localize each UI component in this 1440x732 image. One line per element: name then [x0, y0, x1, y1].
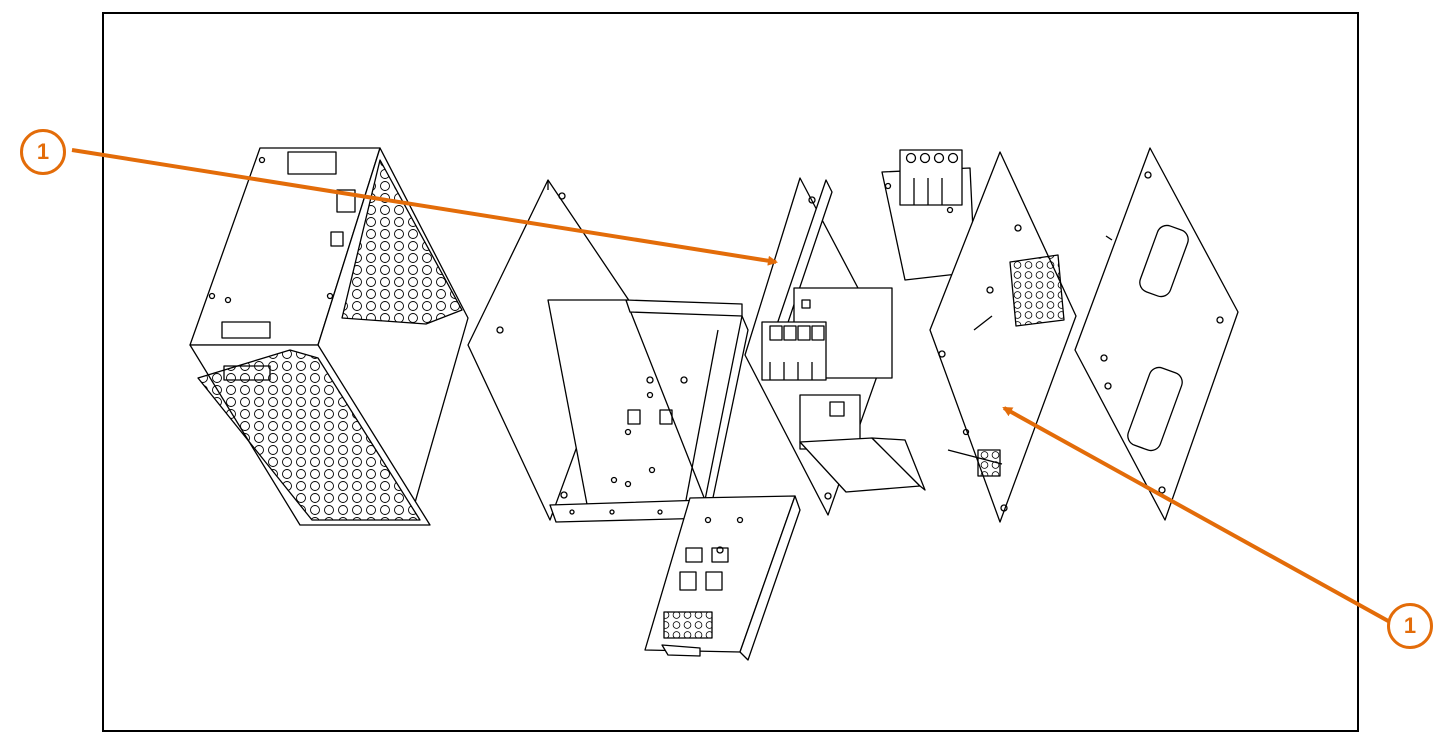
vent-plate-part: [929, 151, 1077, 523]
callout-arrows: [71, 148, 1391, 624]
callout-1-circuit-board: 1: [20, 129, 66, 175]
callout-arrow-circuit-board: [71, 148, 778, 266]
din-rail-clip-part: [644, 495, 801, 661]
back-plate-part: [1074, 147, 1239, 521]
callout-1-vent-plate: 1: [1387, 603, 1433, 649]
circuit-board-part: [744, 177, 926, 516]
terminal-bracket-part: [881, 149, 976, 281]
chassis-plate-part: [467, 179, 749, 523]
enclosure-cover-part: [189, 147, 469, 526]
callout-arrow-vent-plate: [1002, 406, 1391, 624]
exploded-view-drawing: [71, 147, 1391, 661]
